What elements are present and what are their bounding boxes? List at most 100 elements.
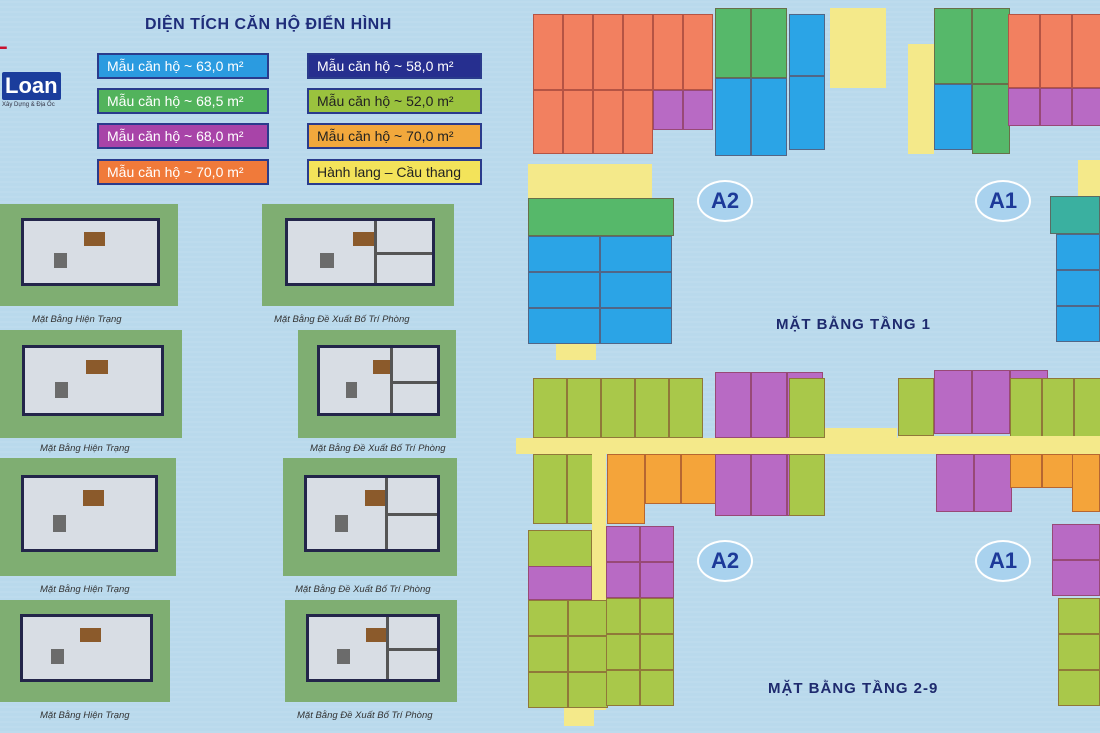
furniture-shape — [366, 628, 387, 642]
apartment-unit — [606, 526, 640, 562]
apartment-unit — [528, 566, 592, 600]
apartment-unit — [600, 272, 672, 308]
floor-plan-drawing — [21, 218, 161, 286]
apartment-unit — [563, 14, 593, 90]
caption-proposed-plan: Mặt Bằng Đề Xuất Bố Trí Phòng — [297, 710, 433, 721]
furniture-shape — [345, 382, 358, 398]
apartment-unit — [600, 236, 672, 272]
legend-item: Mẫu căn hộ ~ 68,5 m² — [97, 88, 269, 114]
apartment-unit — [640, 598, 674, 634]
apartment-unit — [936, 454, 974, 512]
floor-plan-drawing — [21, 474, 159, 553]
apartment-unit — [640, 670, 674, 706]
apartment-unit — [1008, 88, 1040, 126]
thumbnail-proposed-plan — [262, 204, 454, 306]
furniture-shape — [83, 490, 105, 507]
apartment-unit — [528, 272, 600, 308]
apartment-unit — [1056, 234, 1100, 270]
logo-mark: L — [0, 29, 8, 54]
apartment-unit — [972, 370, 1010, 434]
apartment-unit — [972, 8, 1010, 84]
logo-name: Loan — [2, 72, 61, 100]
apartment-unit — [1040, 88, 1072, 126]
apartment-unit — [715, 78, 751, 156]
corridor — [898, 436, 1100, 454]
apartment-unit — [934, 8, 972, 84]
apartment-unit — [593, 90, 623, 154]
apartment-unit — [1042, 378, 1074, 438]
thumbnail-current-plan — [0, 204, 178, 306]
caption-current-plan: Mặt Bằng Hiện Trạng — [32, 314, 122, 325]
floor-1-title: MẶT BẰNG TẦNG 1 — [776, 316, 931, 333]
apartment-unit — [789, 454, 825, 516]
apartment-unit — [715, 372, 751, 438]
apartment-unit — [683, 14, 713, 90]
apartment-unit — [528, 236, 600, 272]
apartment-unit — [751, 372, 787, 438]
apartment-unit — [1010, 378, 1042, 438]
apartment-unit — [533, 90, 563, 154]
apartment-unit — [751, 78, 787, 156]
furniture-shape — [84, 232, 106, 246]
furniture-shape — [352, 232, 376, 246]
caption-proposed-plan: Mặt Bằng Đề Xuất Bố Trí Phòng — [274, 314, 410, 325]
partition-wall — [385, 647, 437, 651]
apartment-unit — [568, 636, 608, 672]
legend-item: Mẫu căn hộ ~ 68,0 m² — [97, 123, 269, 149]
floor-plan-drawing — [21, 345, 164, 417]
apartment-unit — [645, 454, 681, 504]
apartment-unit — [1056, 306, 1100, 342]
furniture-shape — [52, 514, 67, 533]
apartment-unit — [567, 378, 601, 438]
apartment-unit — [653, 90, 683, 130]
caption-proposed-plan: Mặt Bằng Đề Xuất Bố Trí Phòng — [310, 443, 446, 454]
apartment-unit — [789, 14, 825, 76]
apartment-unit — [1058, 634, 1100, 670]
caption-current-plan: Mặt Bằng Hiện Trạng — [40, 584, 130, 595]
apartment-unit — [528, 198, 674, 236]
partition-wall — [390, 380, 438, 384]
apartment-unit — [606, 634, 640, 670]
apartment-unit — [1010, 454, 1042, 488]
apartment-unit — [934, 84, 972, 150]
furniture-shape — [54, 382, 69, 398]
thumbnail-current-plan — [0, 600, 170, 702]
furniture-shape — [372, 359, 392, 375]
apartment-unit — [528, 636, 568, 672]
apartment-unit — [640, 634, 674, 670]
floor-2-9-title: MẶT BẰNG TẦNG 2-9 — [768, 680, 939, 697]
thumbnail-proposed-plan — [283, 458, 457, 576]
floor-plan-drawing — [316, 345, 441, 417]
apartment-unit — [653, 14, 683, 90]
apartment-unit — [528, 600, 568, 636]
apartment-unit — [1008, 14, 1040, 88]
block-a1-label-floor2-9: A1 — [975, 540, 1031, 582]
apartment-unit — [1056, 270, 1100, 306]
corridor — [1078, 160, 1100, 196]
partition-wall — [384, 513, 437, 517]
apartment-unit — [683, 90, 713, 130]
apartment-unit — [1052, 524, 1100, 560]
corridor — [556, 344, 596, 360]
apartment-unit — [1072, 88, 1100, 126]
thumbnail-current-plan — [0, 330, 182, 438]
apartment-unit — [1072, 14, 1100, 88]
apartment-unit — [751, 8, 787, 78]
apartment-unit — [528, 530, 592, 568]
corridor — [564, 708, 594, 726]
apartment-unit — [1058, 670, 1100, 706]
apartment-unit — [1058, 598, 1100, 634]
block-a1-label-floor1: A1 — [975, 180, 1031, 222]
apartment-unit — [533, 378, 567, 438]
block-a2-label-floor2-9: A2 — [697, 540, 753, 582]
apartment-unit — [1042, 454, 1074, 488]
floor-plan-drawing — [285, 218, 435, 286]
apartment-unit — [1050, 196, 1100, 234]
caption-current-plan: Mặt Bằng Hiện Trạng — [40, 443, 130, 454]
apartment-unit — [601, 378, 635, 438]
apartment-unit — [607, 454, 645, 524]
caption-proposed-plan: Mặt Bằng Đề Xuất Bố Trí Phòng — [295, 584, 431, 595]
furniture-shape — [335, 514, 349, 533]
apartment-unit — [974, 454, 1012, 512]
legend-item: Hành lang – Cầu thang — [307, 159, 482, 185]
